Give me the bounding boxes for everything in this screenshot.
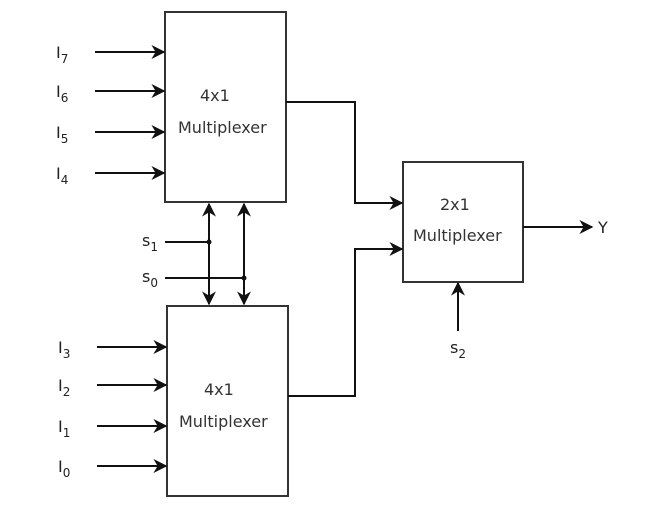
select-s2: s2 <box>450 281 466 361</box>
mux-top-box <box>164 11 287 203</box>
mux-4x1-bottom: 4x1 Multiplexer <box>166 305 289 497</box>
mux-2x1-final: 2x1 Multiplexer <box>402 161 524 283</box>
intermediate-wires <box>286 101 404 397</box>
input-label-i4: I4 <box>56 164 68 187</box>
mux-bottom-box <box>166 305 289 497</box>
input-label-i6: I6 <box>56 82 68 105</box>
mux-top-title: 4x1 <box>200 86 230 105</box>
bottom-mux-output-wire <box>288 242 404 397</box>
s0-junction <box>241 275 247 281</box>
top-inputs: I7 I6 I5 I4 <box>56 43 166 187</box>
mux-bottom-subtitle: Multiplexer <box>179 412 268 431</box>
select-label-s2: s2 <box>450 338 466 361</box>
input-label-i1: I1 <box>58 417 70 440</box>
mux-4x1-top: 4x1 Multiplexer <box>164 11 287 203</box>
select-label-s0: s0 <box>142 267 158 290</box>
output-label-y: Y <box>597 218 608 237</box>
select-label-s1: s1 <box>142 231 158 254</box>
input-label-i3: I3 <box>58 338 70 361</box>
input-label-i2: I2 <box>58 376 70 399</box>
mux-final-title: 2x1 <box>440 195 470 214</box>
top-mux-output-wire <box>286 101 404 210</box>
output: Y <box>523 218 608 237</box>
bottom-inputs: I3 I2 I1 I0 <box>58 338 168 480</box>
input-label-i0: I0 <box>58 457 70 480</box>
s1-junction <box>206 239 212 245</box>
select-lines: s1 s0 <box>142 202 251 306</box>
input-label-i5: I5 <box>56 123 68 146</box>
input-label-i7: I7 <box>56 43 68 66</box>
mux-final-subtitle: Multiplexer <box>413 226 502 245</box>
mux-bottom-title: 4x1 <box>204 380 234 399</box>
mux-final-box <box>402 161 524 283</box>
mux-top-subtitle: Multiplexer <box>178 118 267 137</box>
